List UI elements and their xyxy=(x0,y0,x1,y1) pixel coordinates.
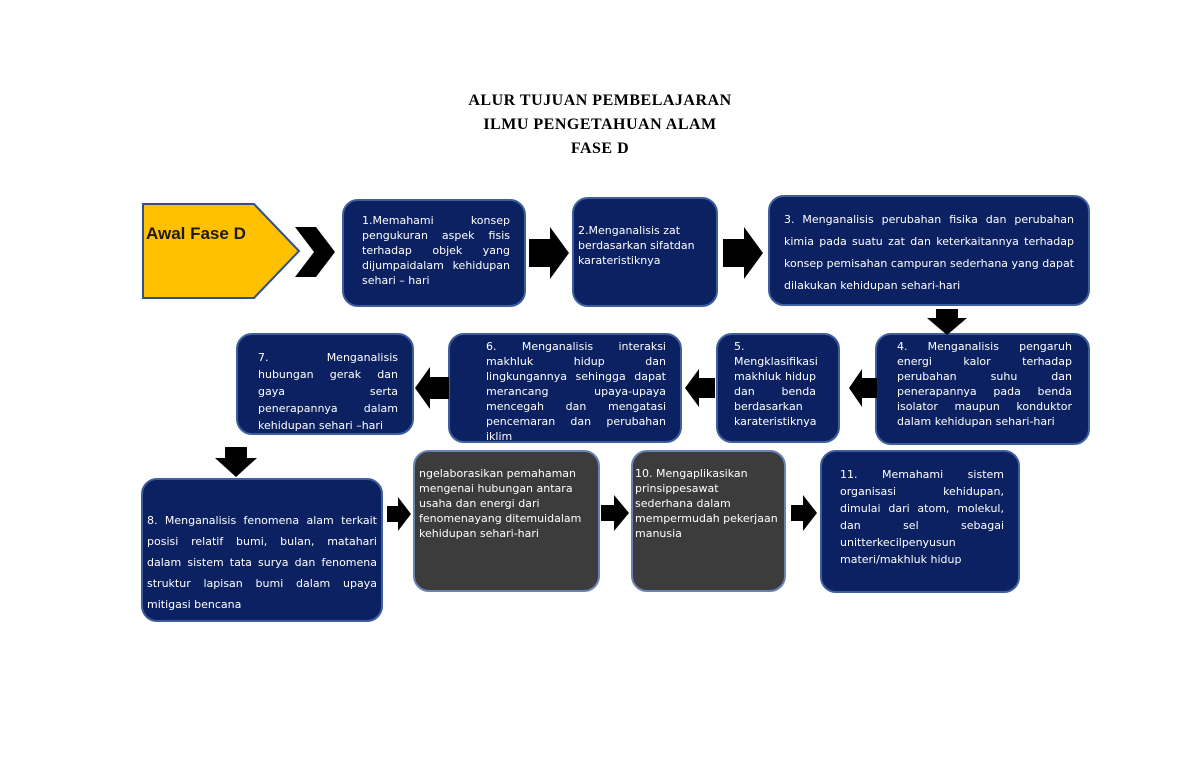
step-7-box: 7. Menganalisis hubungan gerak dan gaya … xyxy=(236,333,414,435)
title-line-3: FASE D xyxy=(570,140,630,157)
step-2-label: 2.Menganalisis zat berdasarkan sifatdan … xyxy=(578,224,695,267)
step-10-label: 10. Mengaplikasikan prinsippesawat seder… xyxy=(635,467,778,540)
arrow-right-icon xyxy=(529,227,569,279)
arrow-right-icon xyxy=(387,497,411,531)
step-5-box: 5. Mengklasifikasi makhluk hidup dan ben… xyxy=(716,333,840,443)
step-9-box: ngelaborasikan pemahaman mengenai hubung… xyxy=(413,450,600,592)
step-1-label: 1.Memahami konsep pengukuran aspek fisis… xyxy=(362,214,510,287)
step-5-label: 5. Mengklasifikasi makhluk hidup dan ben… xyxy=(734,340,818,428)
step-3-label: 3. Menganalisis perubahan fisika dan per… xyxy=(784,213,1074,292)
title-line-1: ALUR TUJUAN PEMBELAJARAN xyxy=(468,92,732,109)
step-3-box: 3. Menganalisis perubahan fisika dan per… xyxy=(768,195,1090,306)
step-6-label: 6. Menganalisis interaksi makhluk hidup … xyxy=(486,340,666,443)
start-label: Awal Fase D xyxy=(146,224,246,243)
start-pentagon-shape xyxy=(142,203,301,299)
step-1-box: 1.Memahami konsep pengukuran aspek fisis… xyxy=(342,199,526,307)
arrow-right-icon xyxy=(791,495,817,531)
step-4-box: 4. Menganalisis pengaruh energi kalor te… xyxy=(875,333,1090,445)
chevron-right-icon xyxy=(295,227,335,277)
step-9-label: ngelaborasikan pemahaman mengenai hubung… xyxy=(419,467,582,540)
arrow-left-icon xyxy=(415,367,449,409)
arrow-down-icon xyxy=(927,309,967,335)
step-8-label: 8. Menganalisis fenomena alam terkait po… xyxy=(147,514,377,611)
step-6-box: 6. Menganalisis interaksi makhluk hidup … xyxy=(448,333,682,443)
step-11-label: 11. Memahami sistem organisasi kehidupan… xyxy=(840,468,1004,566)
step-7-label: 7. Menganalisis hubungan gerak dan gaya … xyxy=(258,351,398,432)
arrow-left-icon xyxy=(849,369,877,407)
step-8-box: 8. Menganalisis fenomena alam terkait po… xyxy=(141,478,383,622)
arrow-right-icon xyxy=(601,495,629,531)
arrow-left-icon xyxy=(685,369,715,407)
step-2-box: 2.Menganalisis zat berdasarkan sifatdan … xyxy=(572,197,718,307)
step-4-label: 4. Menganalisis pengaruh energi kalor te… xyxy=(897,340,1072,428)
title-line-2: ILMU PENGETAHUAN ALAM xyxy=(483,116,717,133)
arrow-down-icon xyxy=(215,447,257,477)
step-10-box: 10. Mengaplikasikan prinsippesawat seder… xyxy=(631,450,786,592)
step-11-box: 11. Memahami sistem organisasi kehidupan… xyxy=(820,450,1020,593)
arrow-right-icon xyxy=(723,227,763,279)
